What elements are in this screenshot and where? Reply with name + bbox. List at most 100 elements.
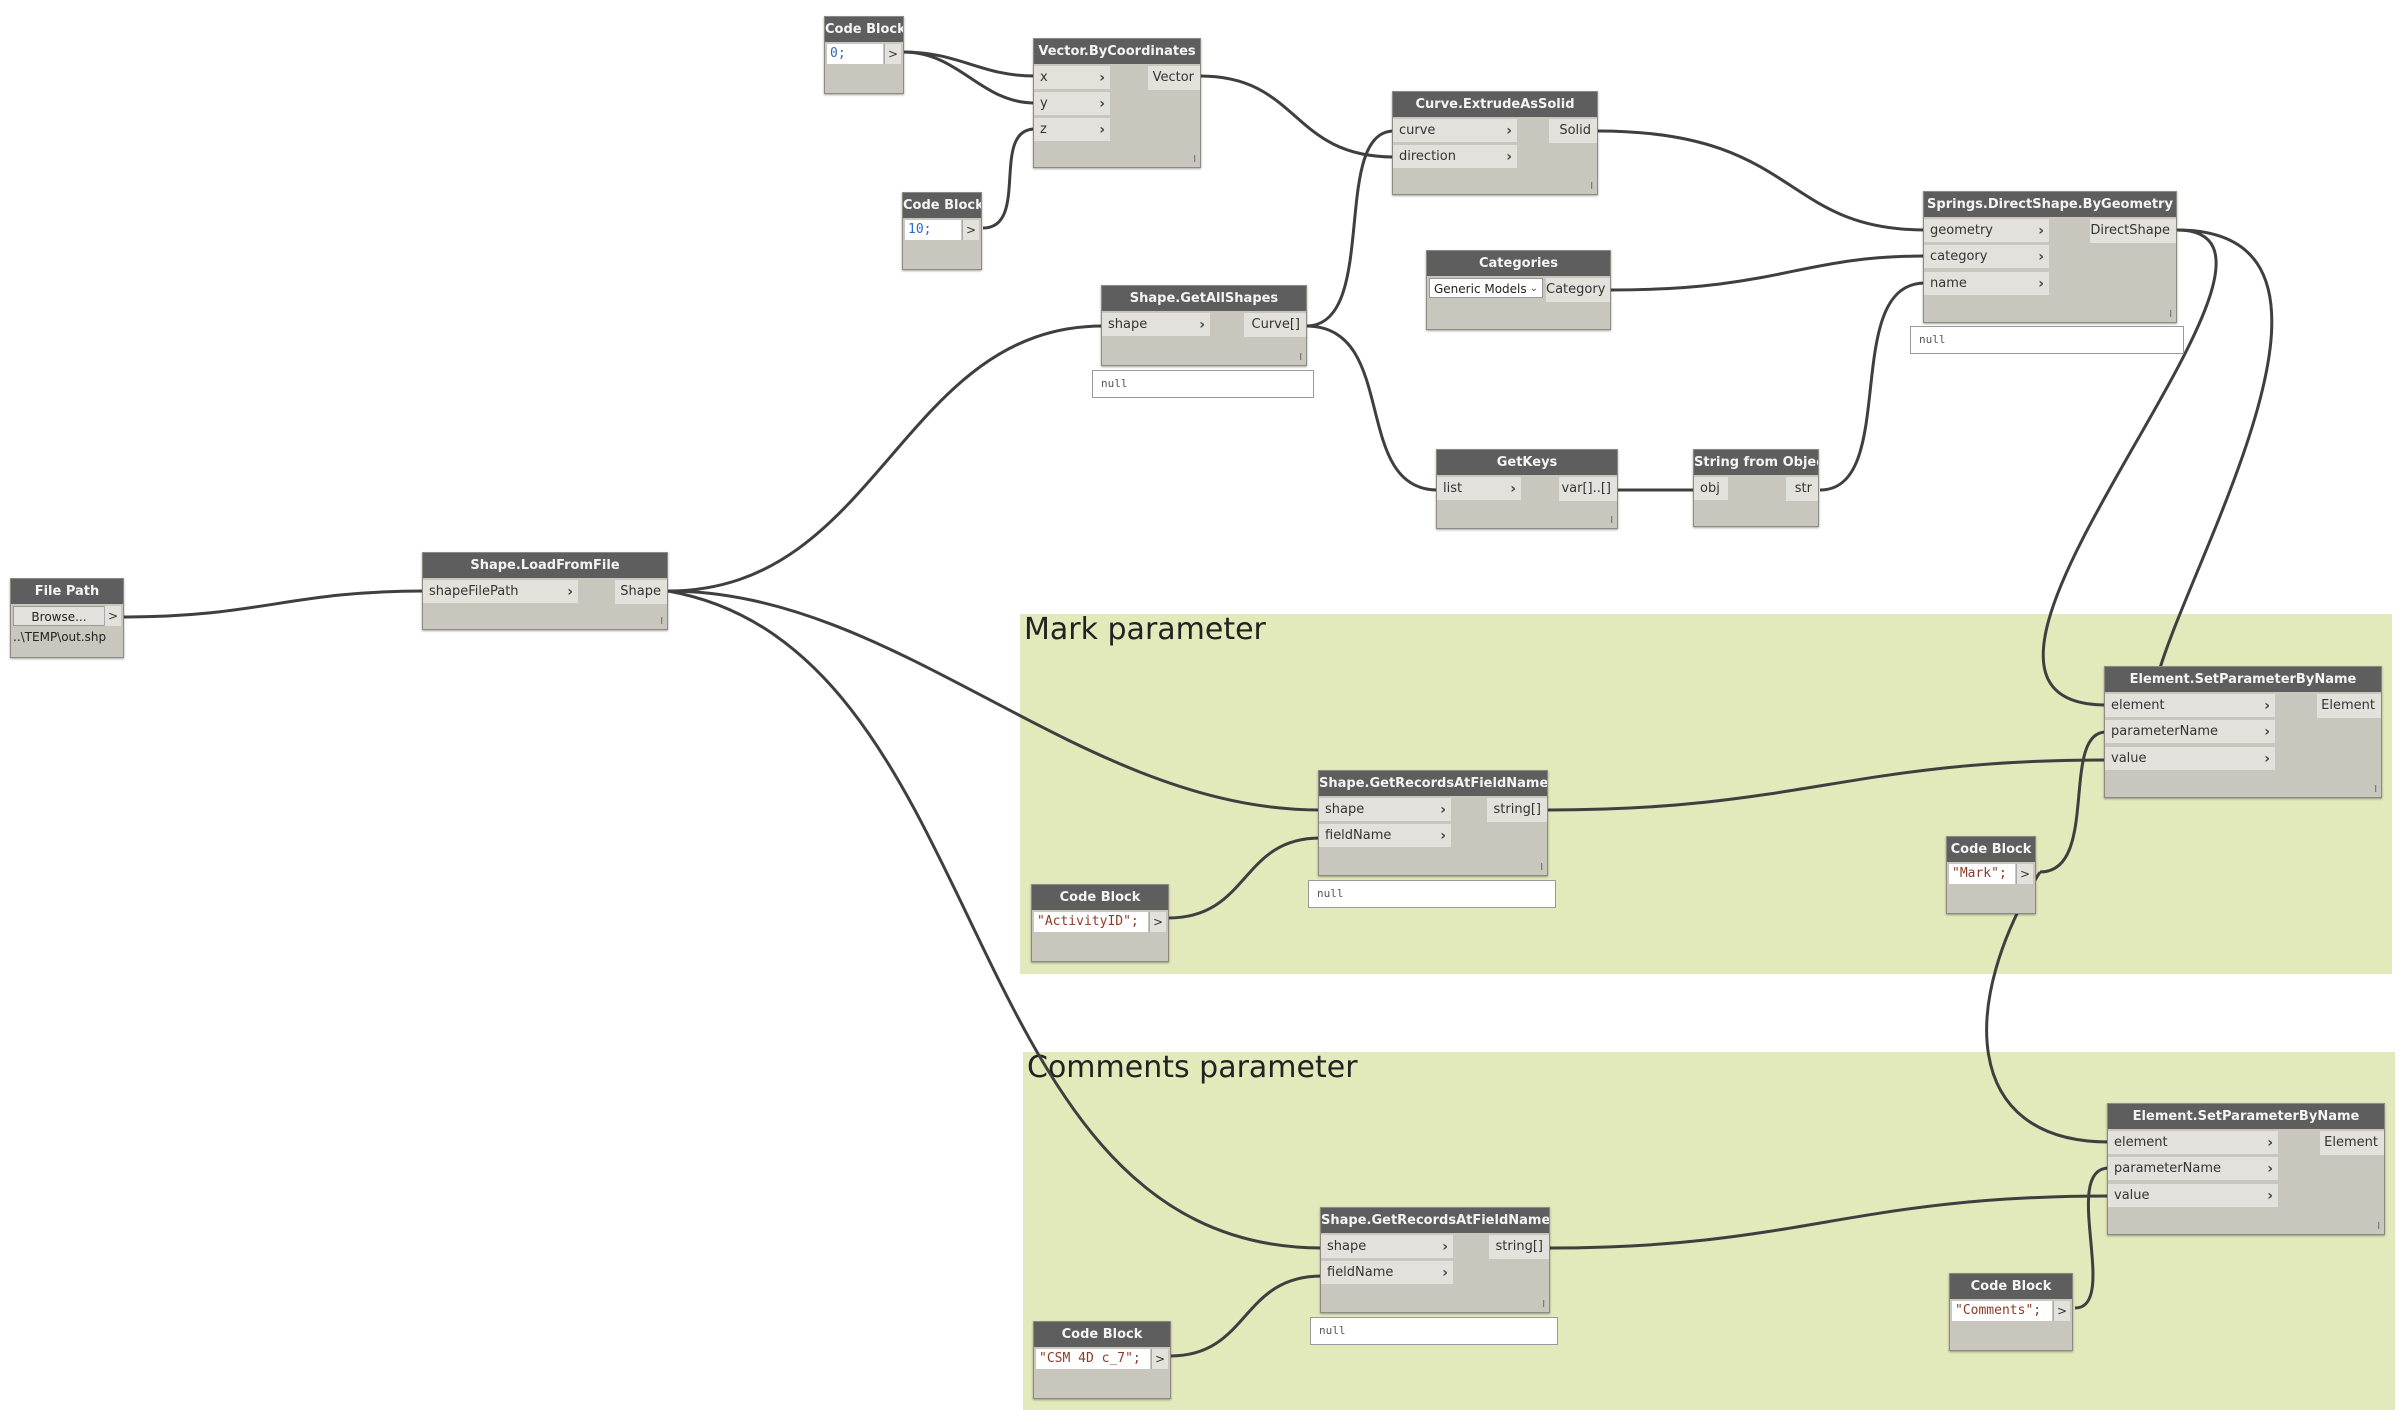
- node-curve-extrudeassolid[interactable]: Curve.ExtrudeAsSolid curve› direction› S…: [1392, 91, 1598, 195]
- node-shape-loadfromfile[interactable]: Shape.LoadFromFile shapeFilePath› Shape …: [422, 552, 668, 630]
- input-port-shape[interactable]: shape›: [1321, 1235, 1453, 1259]
- input-port-element[interactable]: element›: [2108, 1131, 2278, 1155]
- input-port-fieldname[interactable]: fieldName›: [1321, 1261, 1453, 1285]
- node-springs-directshape-bygeometry[interactable]: Springs.DirectShape.ByGeometry geometry›…: [1923, 191, 2177, 323]
- output-port-str[interactable]: str: [1786, 477, 1818, 501]
- input-port-element[interactable]: element›: [2105, 694, 2275, 718]
- input-port-parametername[interactable]: parameterName›: [2108, 1157, 2278, 1181]
- chevron-right-icon: ›: [2038, 276, 2044, 292]
- input-port-list[interactable]: list›: [1437, 477, 1521, 501]
- lacing-icon[interactable]: l: [1542, 1300, 1545, 1310]
- lacing-icon[interactable]: l: [1193, 155, 1196, 165]
- node-code-block-zero[interactable]: Code Block 0; >: [824, 16, 904, 94]
- output-port-element[interactable]: Element: [2317, 694, 2381, 718]
- input-port-curve[interactable]: curve›: [1393, 119, 1517, 143]
- node-getkeys[interactable]: GetKeys list› var[]..[] l: [1436, 449, 1618, 529]
- input-port-direction[interactable]: direction›: [1393, 145, 1517, 169]
- output-port[interactable]: >: [962, 220, 979, 240]
- wire-cb0-to-y: [902, 50, 1036, 105]
- node-title: Code Block: [1950, 1274, 2072, 1299]
- preview-bubble-records-comments[interactable]: null: [1310, 1317, 1558, 1345]
- lacing-icon[interactable]: l: [1610, 516, 1613, 526]
- input-port-shape[interactable]: shape ›: [1102, 313, 1210, 337]
- output-port[interactable]: >: [2053, 1301, 2070, 1321]
- lacing-icon[interactable]: l: [1590, 182, 1593, 192]
- output-port-shape[interactable]: Shape: [615, 580, 667, 604]
- lacing-icon[interactable]: l: [1540, 863, 1543, 873]
- input-port-obj[interactable]: obj: [1694, 477, 1728, 501]
- output-port[interactable]: >: [104, 606, 121, 626]
- node-code-block-mark[interactable]: Code Block "Mark"; >: [1946, 836, 2036, 914]
- code-block-text[interactable]: "Mark";: [1949, 864, 2015, 884]
- node-code-block-ten[interactable]: Code Block 10; >: [902, 192, 982, 270]
- input-port-z[interactable]: z›: [1034, 118, 1110, 142]
- node-code-block-csm[interactable]: Code Block "CSM 4D c_7"; >: [1033, 1321, 1171, 1399]
- input-port-geometry[interactable]: geometry›: [1924, 219, 2049, 243]
- preview-bubble-getallshapes[interactable]: null: [1092, 370, 1314, 398]
- input-port-name[interactable]: name›: [1924, 272, 2049, 296]
- node-shape-getallshapes[interactable]: Shape.GetAllShapes shape› Curve[] l: [1101, 285, 1307, 366]
- input-port-value[interactable]: value›: [2105, 747, 2275, 771]
- chevron-right-icon: ›: [2264, 724, 2270, 740]
- input-port-shapefilepath[interactable]: shapeFilePath›: [423, 580, 578, 604]
- output-port[interactable]: >: [2016, 864, 2033, 884]
- preview-bubble-records-mark[interactable]: null: [1308, 880, 1556, 908]
- code-block-text[interactable]: "ActivityID";: [1034, 912, 1148, 932]
- input-port-fieldname[interactable]: fieldName›: [1319, 824, 1451, 848]
- code-block-text[interactable]: "Comments";: [1952, 1301, 2052, 1321]
- port-label: value: [2111, 751, 2147, 766]
- chevron-right-icon: ›: [1510, 481, 1516, 497]
- input-port-x[interactable]: x›: [1034, 66, 1110, 90]
- node-title: Springs.DirectShape.ByGeometry: [1924, 192, 2176, 217]
- output-port-directshape[interactable]: DirectShape: [2090, 219, 2176, 243]
- lacing-icon[interactable]: l: [1299, 353, 1302, 363]
- port-label: shape: [1325, 802, 1365, 817]
- node-string-from-object[interactable]: String from Object obj str: [1693, 449, 1819, 527]
- node-code-block-comments[interactable]: Code Block "Comments"; >: [1949, 1273, 2073, 1351]
- input-port-value[interactable]: value›: [2108, 1184, 2278, 1208]
- node-code-block-activityid[interactable]: Code Block "ActivityID"; >: [1031, 884, 1169, 962]
- chevron-right-icon: ›: [1199, 317, 1205, 333]
- node-file-path[interactable]: File Path Browse... > ..\TEMP\out.shp: [10, 578, 124, 658]
- output-port-keys[interactable]: var[]..[]: [1559, 477, 1617, 501]
- node-title: Element.SetParameterByName: [2108, 1104, 2384, 1129]
- output-port-strings[interactable]: string[]: [1487, 798, 1547, 822]
- lacing-icon[interactable]: l: [2374, 785, 2377, 795]
- code-block-text[interactable]: "CSM 4D c_7";: [1036, 1349, 1150, 1369]
- output-port-curves[interactable]: Curve[]: [1244, 313, 1306, 337]
- lacing-icon[interactable]: l: [2169, 310, 2172, 320]
- lacing-icon[interactable]: l: [660, 617, 663, 627]
- lacing-icon[interactable]: l: [2377, 1222, 2380, 1232]
- output-port-category[interactable]: Category: [1546, 278, 1610, 302]
- node-categories[interactable]: Categories Generic Models⌄ Category: [1426, 250, 1611, 330]
- browse-button[interactable]: Browse...: [13, 606, 105, 626]
- node-title: Categories: [1427, 251, 1610, 276]
- port-label: shape: [1108, 317, 1148, 332]
- output-port-element[interactable]: Element: [2320, 1131, 2384, 1155]
- node-setparameterbyname-mark[interactable]: Element.SetParameterByName element› para…: [2104, 666, 2382, 798]
- input-port-parametername[interactable]: parameterName›: [2105, 720, 2275, 744]
- node-vector-bycoordinates[interactable]: Vector.ByCoordinates x› y› z› Vector l: [1033, 38, 1201, 168]
- port-label: obj: [1700, 481, 1720, 496]
- output-port-strings[interactable]: string[]: [1489, 1235, 1549, 1259]
- code-block-text[interactable]: 0;: [827, 44, 883, 64]
- wire-str-to-name: [1819, 281, 1926, 492]
- wire-load-to-getallshapes: [667, 324, 1104, 593]
- group-title-mark: Mark parameter: [1024, 612, 1266, 647]
- node-getrecords-mark[interactable]: Shape.GetRecordsAtFieldName shape› field…: [1318, 770, 1548, 876]
- output-port-solid[interactable]: Solid: [1549, 119, 1597, 143]
- output-port[interactable]: >: [1149, 912, 1166, 932]
- node-getrecords-comments[interactable]: Shape.GetRecordsAtFieldName shape› field…: [1320, 1207, 1550, 1313]
- node-title: Code Block: [825, 17, 903, 42]
- preview-bubble-directshape[interactable]: null: [1910, 326, 2184, 354]
- node-setparameterbyname-comments[interactable]: Element.SetParameterByName element› para…: [2107, 1103, 2385, 1235]
- input-port-shape[interactable]: shape›: [1319, 798, 1451, 822]
- input-port-category[interactable]: category›: [1924, 245, 2049, 269]
- category-dropdown[interactable]: Generic Models⌄: [1429, 278, 1543, 298]
- code-block-text[interactable]: 10;: [905, 220, 961, 240]
- output-port-vector[interactable]: Vector: [1148, 66, 1200, 90]
- output-port[interactable]: >: [1151, 1349, 1168, 1369]
- output-port[interactable]: >: [884, 44, 901, 64]
- input-port-y[interactable]: y›: [1034, 92, 1110, 116]
